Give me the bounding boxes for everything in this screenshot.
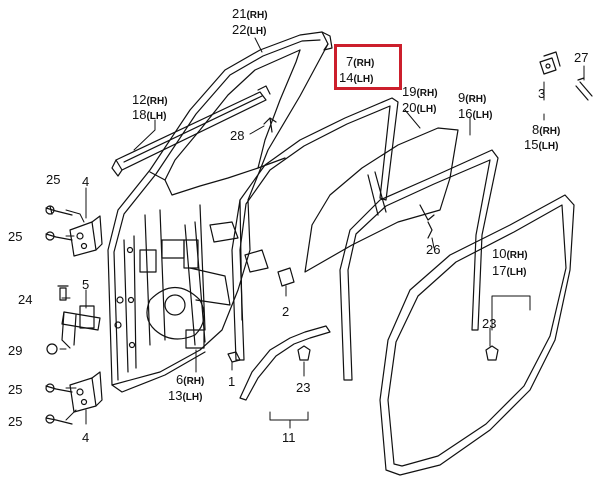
label-part-6-rh: 6(RH)	[176, 372, 205, 387]
label-part-5: 5	[82, 277, 90, 292]
label-part-25-b: 25	[8, 229, 23, 244]
door-glass	[304, 127, 459, 273]
label-part-15-lh: 15(LH)	[524, 137, 559, 152]
door-striker	[539, 51, 561, 75]
label-part-19-rh: 19(RH)	[402, 84, 438, 99]
label-part-22-lh: 22(LH)	[232, 22, 267, 37]
opening-weatherstrip	[379, 194, 575, 476]
label-part-13-lh: 13(LH)	[168, 388, 203, 403]
label-part-8-rh: 8(RH)	[532, 122, 561, 137]
label-part-25-a: 25	[46, 172, 61, 187]
label-part-21-rh: 21(RH)	[232, 6, 268, 21]
label-part-11: 11	[282, 430, 296, 445]
label-part-4-a: 4	[82, 174, 90, 189]
label-part-28: 28	[230, 128, 245, 143]
glass-run-channel	[231, 97, 399, 361]
label-part-16-lh: 16(LH)	[458, 106, 493, 121]
leader-lines	[59, 37, 585, 429]
label-part-4-b: 4	[82, 430, 90, 445]
lower-moulding	[239, 325, 331, 401]
label-part-23-b: 23	[296, 380, 311, 395]
label-part-17-lh: 17(LH)	[492, 263, 527, 278]
label-part-1: 1	[228, 374, 236, 389]
label-part-18-lh: 18(LH)	[132, 107, 167, 122]
label-part-27: 27	[574, 50, 589, 65]
label-part-24: 24	[18, 292, 33, 307]
label-part-26: 26	[426, 242, 441, 257]
highlight-frame	[334, 44, 402, 90]
label-part-25-c: 25	[8, 382, 23, 397]
upper-hinge	[69, 215, 103, 257]
door-shell	[107, 31, 333, 393]
label-part-12-rh: 12(RH)	[132, 92, 168, 107]
label-part-29: 29	[8, 343, 23, 358]
label-part-14-lh: 14(LH)	[339, 70, 374, 85]
belt-moulding	[111, 85, 271, 177]
label-part-7-rh: 7(RH)	[346, 54, 375, 69]
weatherstrip-front	[339, 149, 499, 381]
lower-hinge	[69, 371, 103, 413]
label-part-20-lh: 20(LH)	[402, 100, 437, 115]
door-checker	[61, 305, 101, 349]
label-part-2: 2	[282, 304, 290, 319]
label-part-9-rh: 9(RH)	[458, 90, 487, 105]
label-part-10-rh: 10(RH)	[492, 246, 528, 261]
window-regulator	[183, 221, 231, 349]
label-part-3: 3	[538, 86, 546, 101]
label-part-25-d: 25	[8, 414, 23, 429]
label-part-23-a: 23	[482, 316, 497, 331]
bolts	[45, 77, 593, 425]
